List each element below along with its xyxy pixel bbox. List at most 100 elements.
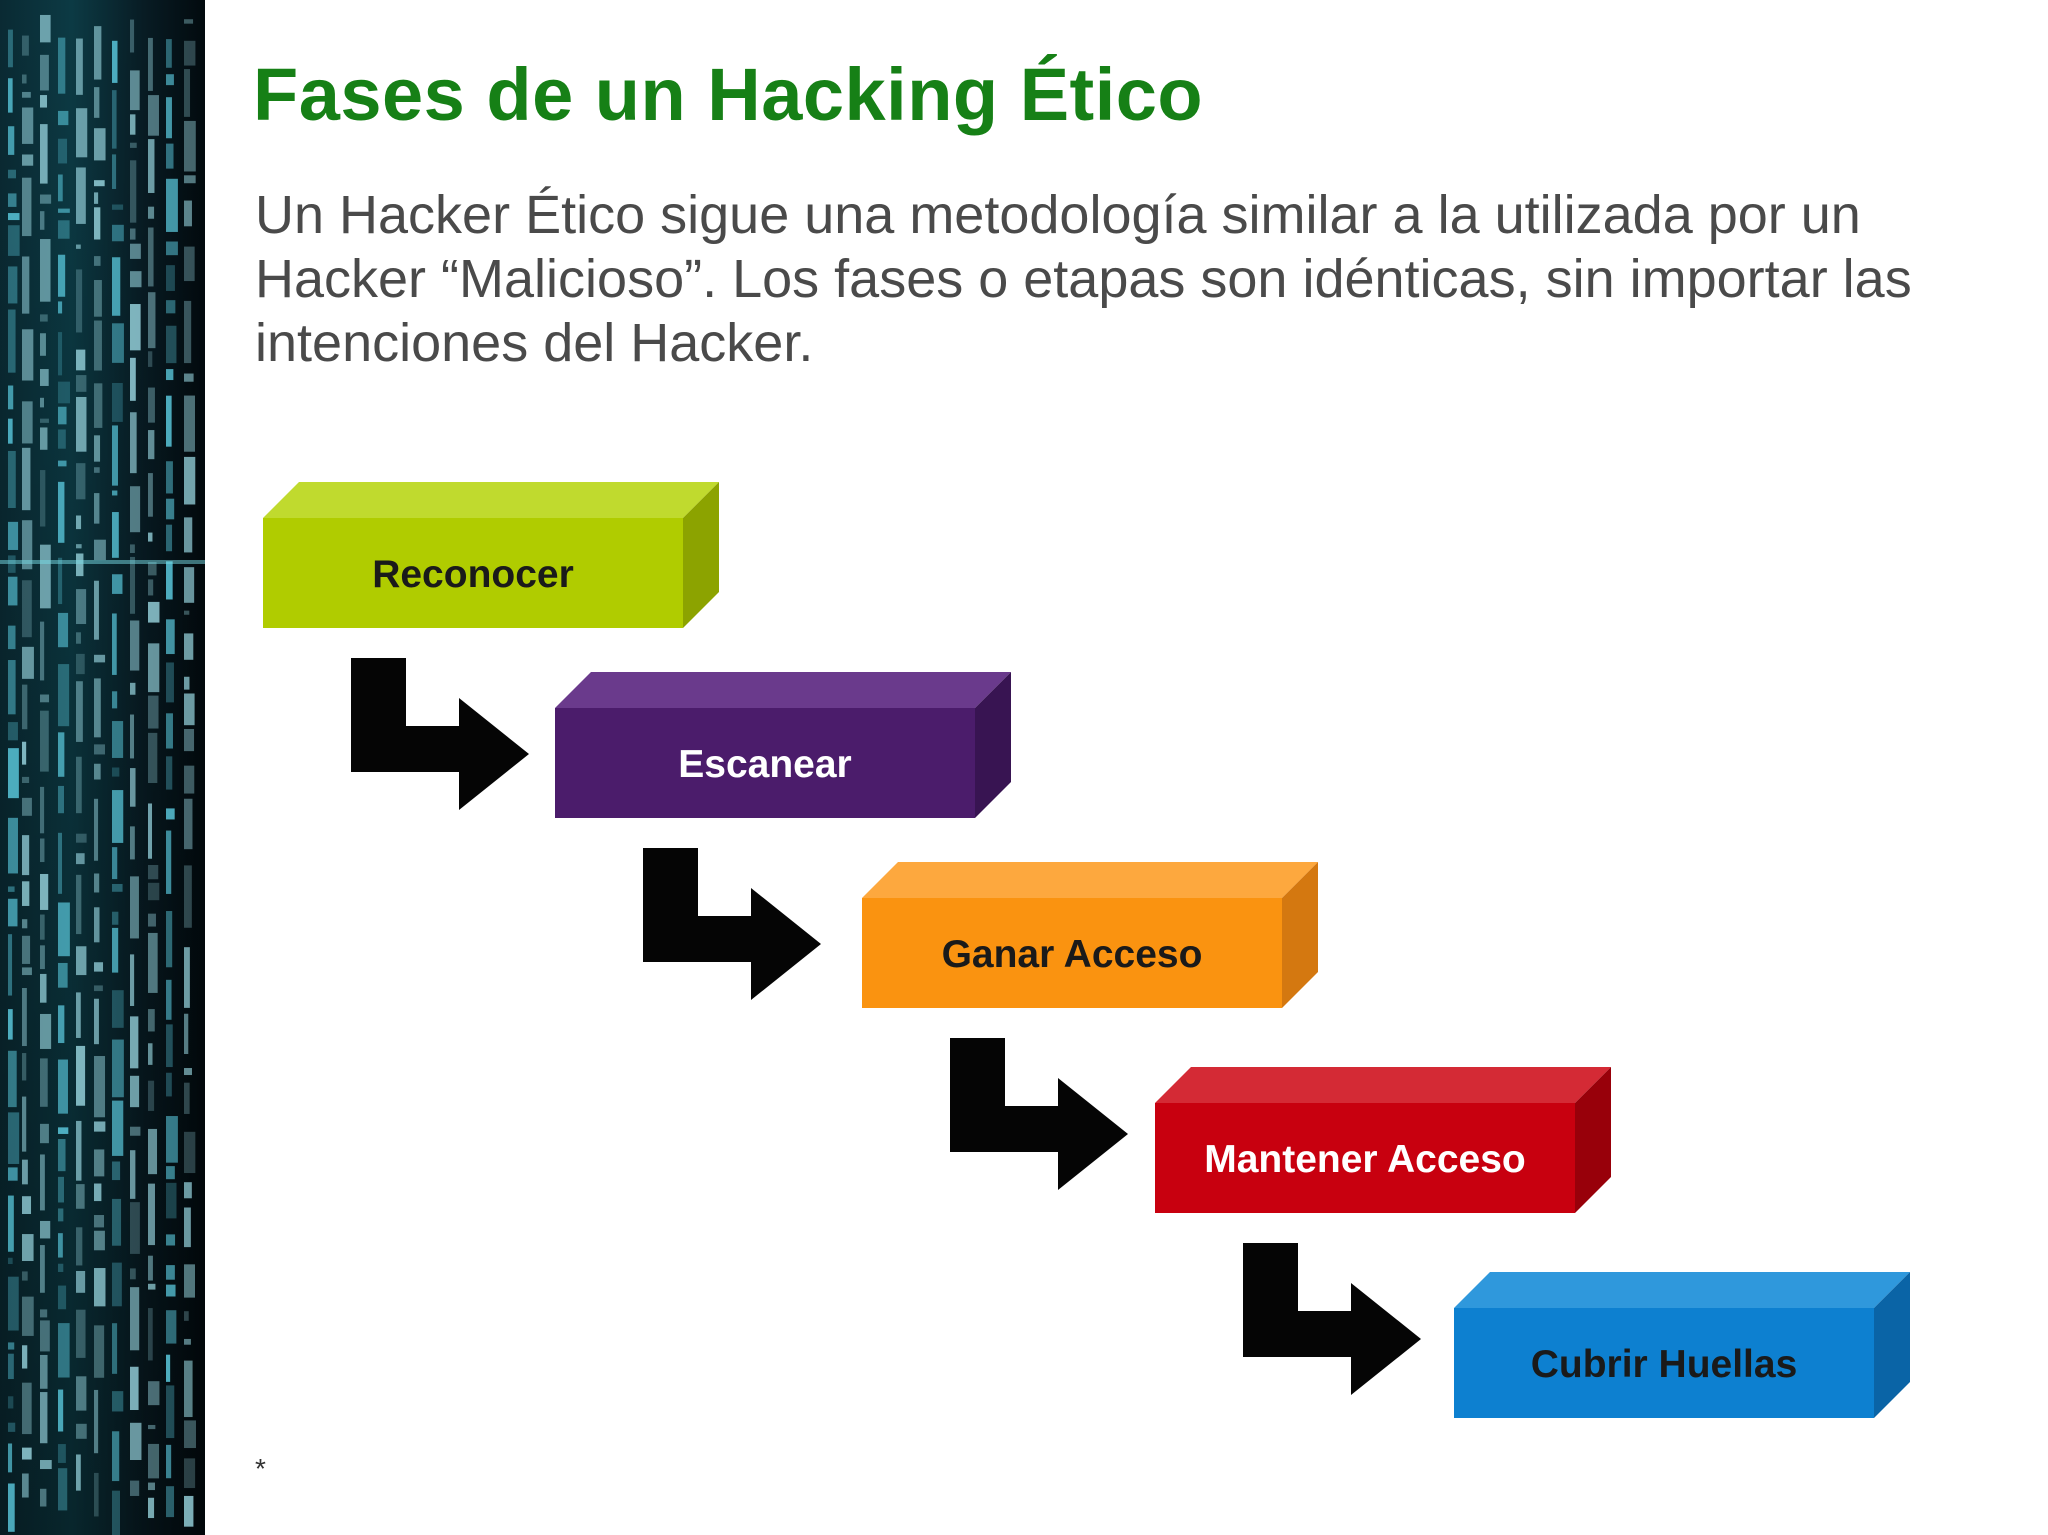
code-glyph-strip <box>148 932 158 993</box>
code-glyph-strip <box>166 524 173 552</box>
code-glyph-strip <box>94 1183 102 1202</box>
code-glyph-strip <box>184 1264 195 1298</box>
code-glyph-strip <box>148 1443 160 1479</box>
code-glyph-strip <box>184 373 194 382</box>
code-glyph-strip <box>148 1009 155 1032</box>
phase-label: Escanear <box>678 743 851 786</box>
code-glyph-strip <box>130 357 136 401</box>
code-glyph-strip <box>58 1468 68 1511</box>
code-glyph-strip <box>130 1075 140 1108</box>
code-glyph-strip <box>76 1184 85 1209</box>
code-glyph-strip <box>112 990 124 1028</box>
code-glyph-strip <box>22 881 30 906</box>
code-glyph-strip <box>112 911 119 925</box>
code-glyph-strip <box>112 204 124 210</box>
code-glyph-strip <box>8 1167 18 1181</box>
code-glyph-strip <box>8 1353 14 1380</box>
code-glyph-strip <box>58 557 63 605</box>
code-glyph-strip <box>94 280 102 317</box>
code-glyph-strip <box>94 1325 105 1378</box>
code-glyph-strip <box>94 1056 106 1118</box>
code-glyph-strip <box>40 1123 49 1144</box>
code-glyph-strip <box>112 1100 124 1156</box>
code-glyph-strip <box>130 1126 141 1136</box>
code-glyph-strip <box>112 721 124 758</box>
code-glyph-strip <box>148 695 159 729</box>
code-glyph-strip <box>94 744 105 755</box>
code-glyph-strip <box>22 919 28 929</box>
phase-box-front-face <box>862 898 1282 1008</box>
code-glyph-strip <box>22 741 27 765</box>
code-glyph-strip <box>76 269 83 333</box>
code-glyph-strip <box>112 1431 120 1482</box>
code-glyph-strip <box>76 632 81 644</box>
code-glyph-strip <box>184 1182 192 1199</box>
phase-box-side-face <box>1575 1067 1611 1213</box>
code-glyph-strip <box>58 962 68 988</box>
code-glyph-strip <box>40 1488 47 1507</box>
code-glyph-strip <box>8 193 17 207</box>
code-glyph-strip <box>22 646 34 679</box>
code-glyph-strip <box>8 1257 13 1265</box>
phase-box-top-face <box>1155 1067 1611 1103</box>
code-glyph-strip <box>166 1166 175 1180</box>
code-glyph-strip <box>58 1059 68 1114</box>
phase-box-front-face <box>1454 1308 1874 1418</box>
code-glyph-strip <box>130 304 141 351</box>
code-glyph-strip <box>58 732 65 777</box>
code-glyph-strip <box>148 1043 153 1065</box>
code-glyph-strip <box>166 662 174 703</box>
code-glyph-strip <box>94 798 99 861</box>
code-glyph-strip <box>40 314 48 322</box>
phase-box-top-face <box>862 862 1318 898</box>
code-glyph-strip <box>94 678 101 738</box>
code-glyph-strip <box>148 1183 155 1246</box>
code-glyph-strip <box>148 882 160 901</box>
code-glyph-strip <box>184 40 196 66</box>
code-glyph-strip <box>184 19 194 24</box>
code-glyph-strip <box>130 1202 140 1254</box>
code-glyph-strip <box>58 1389 64 1432</box>
code-glyph-strip <box>58 1233 63 1258</box>
code-glyph-strip <box>112 883 123 892</box>
code-glyph-strip <box>22 1382 32 1435</box>
code-glyph-strip <box>40 470 46 527</box>
code-glyph-strip <box>148 643 160 693</box>
phase-label: Ganar Acceso <box>942 933 1203 976</box>
code-glyph-strip <box>76 874 82 935</box>
code-glyph-strip <box>22 776 30 784</box>
phase-box-cubrir-huellas: Cubrir Huellas <box>1454 1272 1910 1418</box>
phase-box-mantener-acceso: Mantener Acceso <box>1155 1067 1611 1213</box>
code-glyph-strip <box>8 1422 16 1432</box>
code-glyph-strip <box>58 220 70 239</box>
code-glyph-strip <box>112 40 118 83</box>
code-glyph-strip <box>130 486 141 533</box>
code-glyph-strip <box>58 612 69 648</box>
code-glyph-strip <box>148 292 156 349</box>
code-glyph-strip <box>76 108 88 158</box>
code-glyph-strip <box>94 998 99 1045</box>
code-glyph-strip <box>8 817 18 874</box>
code-glyph-strip <box>130 1366 139 1411</box>
code-glyph-strip <box>8 225 20 256</box>
code-glyph-strip <box>184 865 192 928</box>
code-glyph-strip <box>58 138 68 164</box>
code-glyph-strip <box>166 498 175 520</box>
code-glyph-strip <box>112 382 123 422</box>
code-glyph-strip <box>40 194 52 204</box>
code-glyph-strip <box>76 515 82 530</box>
code-glyph-strip <box>166 395 172 447</box>
code-glyph-strip <box>22 1053 27 1081</box>
code-glyph-strip <box>166 1310 177 1344</box>
code-glyph-strip <box>148 1128 158 1175</box>
code-glyph-strip <box>22 154 34 166</box>
code-glyph-strip <box>166 265 175 291</box>
code-glyph-strip <box>94 985 103 992</box>
code-glyph-strip <box>40 1460 52 1470</box>
code-glyph-strip <box>166 979 172 1020</box>
code-glyph-strip <box>94 26 102 80</box>
code-glyph-strip <box>76 463 86 500</box>
code-glyph-strip <box>22 91 31 98</box>
code-glyph-strip <box>94 320 102 371</box>
